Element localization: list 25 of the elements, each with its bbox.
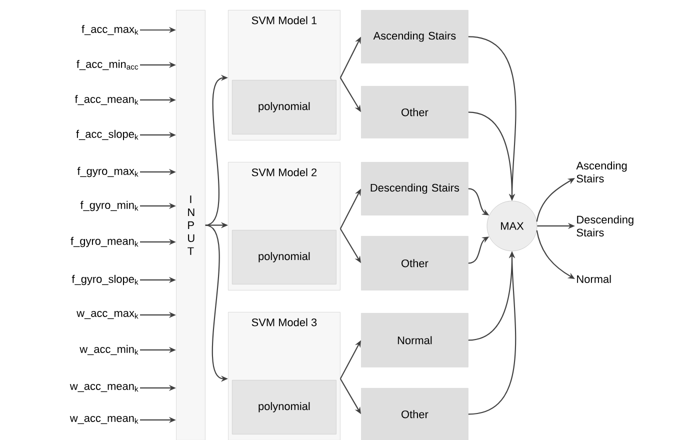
feature-label: w_acc_mean$_{k}$ <box>70 416 138 424</box>
feature-label: f_acc_max$_{k}$ <box>82 24 138 36</box>
kernel-box: polynomial <box>232 230 336 284</box>
feature-label: w_acc_max$_{k}$ <box>76 310 138 320</box>
feature-label: f_acc_min$_{acc}$ <box>76 60 138 70</box>
kernel-box: polynomial <box>232 380 336 434</box>
feature-label: w_acc_min$_{k}$ <box>80 344 138 356</box>
kernel-box: polynomial <box>232 80 336 134</box>
feature-label: w_acc_mean$_{k}$ <box>70 384 138 392</box>
feature-label: f_acc_mean$_{k}$ <box>74 94 138 106</box>
feature-label: f_gyro_slope$_{k}$ <box>72 274 138 286</box>
input-bar: I N P U T <box>176 10 206 440</box>
feature-label: f_gyro_max$_{k}$ <box>77 166 138 178</box>
class-box: Other <box>361 236 468 290</box>
class-box: Descending Stairs <box>361 162 468 216</box>
class-box: Other <box>361 86 468 138</box>
result-label: Normal <box>577 274 611 284</box>
feature-label: f_gyro_mean$_{k}$ <box>70 236 138 248</box>
class-box: Normal <box>361 312 468 368</box>
feature-label: f_gyro_min$_{k}$ <box>80 200 138 212</box>
result-label: Ascending Stairs <box>576 162 627 182</box>
result-label: Descending Stairs <box>576 216 634 236</box>
class-box: Other <box>361 388 468 440</box>
feature-label: f_acc_slope$_{k}$ <box>76 130 138 140</box>
class-box: Ascending Stairs <box>361 10 468 64</box>
